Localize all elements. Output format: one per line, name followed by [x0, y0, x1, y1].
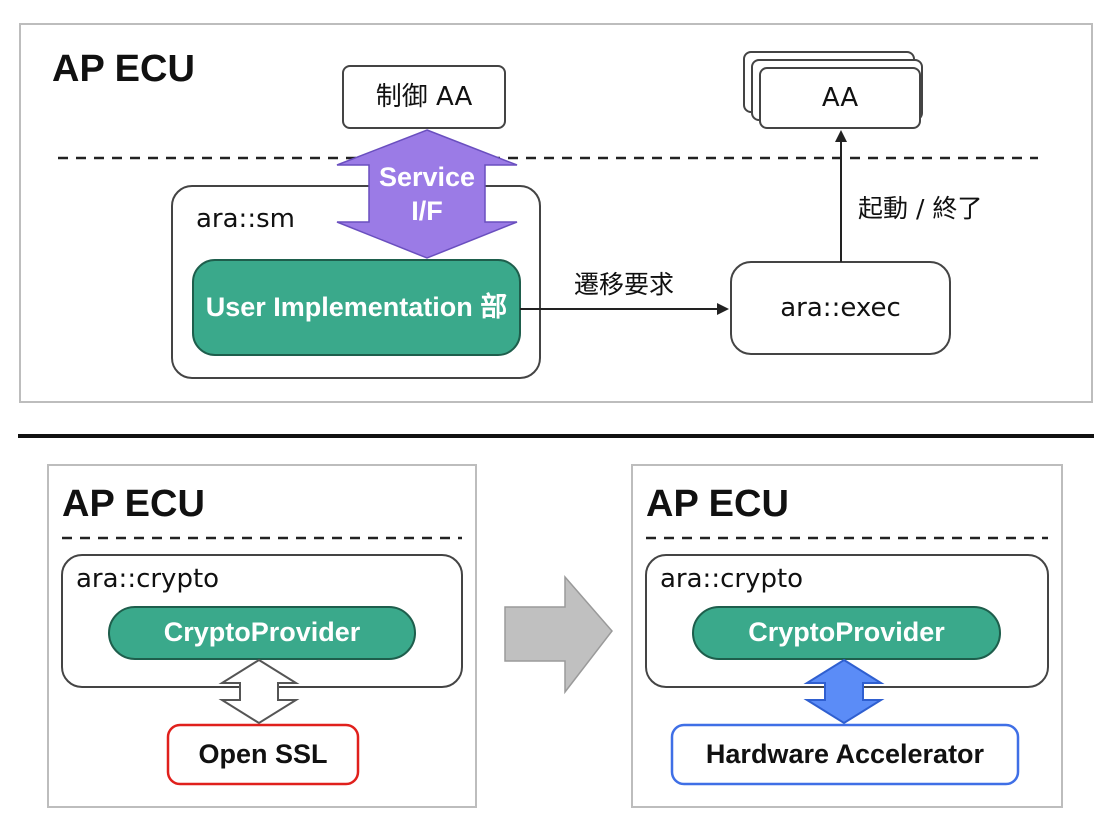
control-aa-box — [342, 65, 506, 129]
sm-label: ara::sm — [196, 204, 295, 234]
control-aa-label: 制御 AA — [375, 82, 473, 112]
aa-box — [759, 67, 921, 129]
bottom-right-provider-label: CryptoProvider — [748, 617, 945, 648]
aa-label: AA — [821, 83, 859, 113]
openssl-label: Open SSL — [198, 738, 328, 769]
bottom-left-crypto-label: ara::crypto — [76, 564, 220, 594]
top-panel-title: AP ECU — [52, 48, 195, 90]
bottom-left-title: AP ECU — [62, 483, 205, 525]
user-impl-box — [192, 259, 521, 356]
hardware-accelerator-box — [670, 723, 1020, 786]
big-transition-arrow — [504, 574, 613, 695]
transition-request-label: 遷移要求 — [574, 270, 675, 299]
bottom-right-crypto-label: ara::crypto — [660, 564, 804, 594]
service-if-arrow — [336, 129, 518, 259]
bottom-right-link-arrow — [803, 658, 885, 725]
bottom-right-title: AP ECU — [646, 483, 789, 525]
bottom-left-provider-label: CryptoProvider — [163, 617, 361, 648]
hardware-accelerator-label: Hardware Accelerator — [705, 738, 985, 769]
bottom-right-provider-pill — [692, 606, 1001, 660]
exec-label: ara::exec — [780, 293, 901, 323]
bottom-left-provider-pill — [108, 606, 416, 660]
start-stop-label: 起動 / 終了 — [858, 194, 983, 223]
user-impl-label: User Implementation 部 — [205, 292, 508, 323]
bottom-left-link-arrow — [218, 658, 300, 725]
service-if-label: Service I/F — [378, 162, 476, 226]
openssl-box — [166, 723, 360, 786]
